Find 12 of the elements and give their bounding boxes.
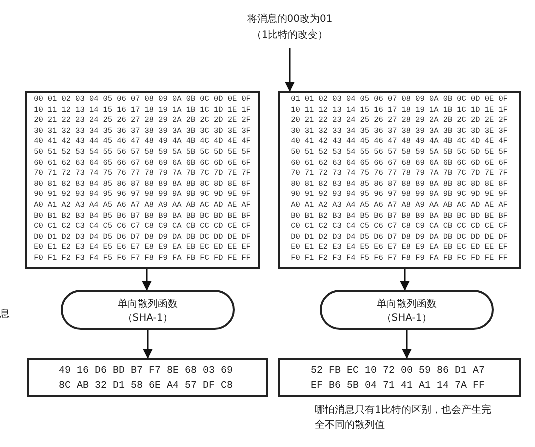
arrow	[402, 330, 412, 359]
annotation-text: 将消息的00改为01 （1比特的改变）	[240, 12, 340, 44]
hash-function-pill: 单向散列函数 （SHA-1）	[320, 290, 494, 330]
hash-function-pill: 单向散列函数 （SHA-1）	[61, 290, 235, 330]
arrow	[285, 48, 295, 92]
arrow	[143, 330, 153, 359]
hash-value-box: 52 FB EC 10 72 00 59 86 D1 A7 EF B6 5B 04 71 41 A1 14 7A FF	[278, 358, 521, 397]
hash-value-box: 49 16 D6 BD B7 F7 8E 68 03 69 8C AB 32 D1 58 6E A4 57 DF C8	[27, 358, 268, 397]
arrow	[142, 269, 152, 291]
arrow	[400, 269, 410, 291]
cut-off-text: 息	[0, 308, 10, 322]
note-text: 哪怕消息只有1比特的区别，也会产生完全不同的散列值	[315, 404, 492, 433]
